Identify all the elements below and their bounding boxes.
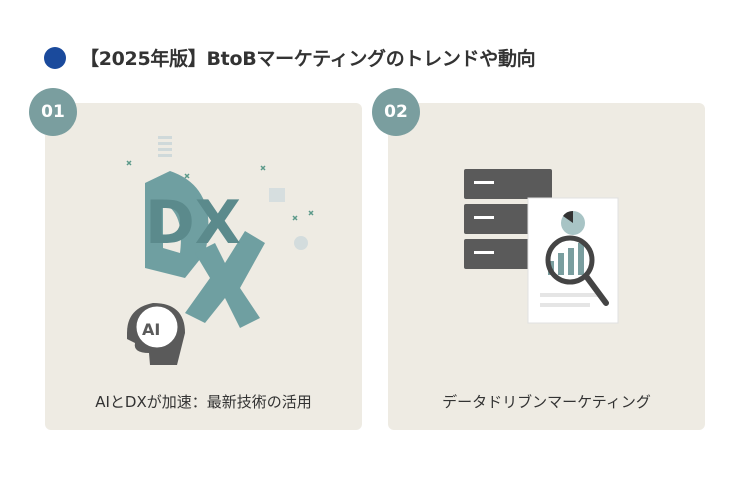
page-title: 【2025年版】BtoBマーケティングのトレンドや動向 xyxy=(80,48,536,70)
article-card-data-driven[interactable]: データドリブンマーケティング xyxy=(388,103,705,430)
section-heading: 【2025年版】BtoBマーケティングのトレンドや動向 xyxy=(44,44,536,71)
card-number-badge: 01 xyxy=(29,88,77,136)
card-caption: データドリブンマーケティング xyxy=(442,393,651,411)
card-caption: AIとDXが加速：最新技術の活用 xyxy=(95,393,312,411)
dx-text: DX xyxy=(145,188,241,258)
ai-dx-illustration: DX AI xyxy=(126,136,314,365)
ai-head-text: AI xyxy=(142,320,160,339)
card-number-badge: 02 xyxy=(372,88,420,136)
bullet-dot-icon xyxy=(44,46,66,69)
data-analysis-illustration xyxy=(464,169,619,324)
article-card-ai-dx[interactable]: DX AI AIとDXが加速：最新技術の活用 xyxy=(45,103,362,430)
